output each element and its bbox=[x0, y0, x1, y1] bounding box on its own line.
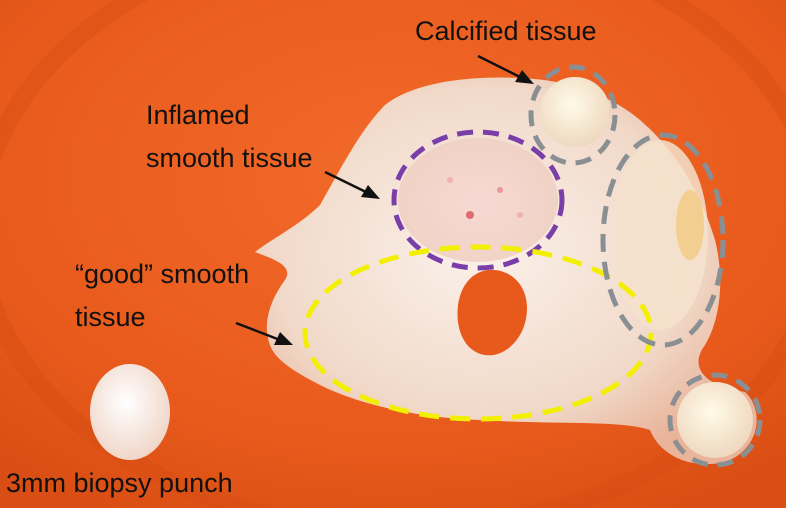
inflamed-tissue-area bbox=[398, 138, 558, 262]
arrow-inflamed bbox=[324, 170, 380, 199]
arrow-good-tissue bbox=[235, 321, 293, 345]
yellow-deposit bbox=[676, 190, 704, 260]
calcified-nodule-small bbox=[677, 382, 753, 458]
inflamed-tissue-label-line2: smooth tissue bbox=[146, 143, 313, 173]
calcified-tissue-label: Calcified tissue bbox=[415, 16, 597, 46]
inflamed-tissue-label-line1: Inflamed bbox=[146, 100, 250, 130]
inflamed-outline bbox=[391, 129, 565, 271]
good-tissue-label-line2: tissue bbox=[75, 302, 146, 332]
arrow-calcified bbox=[477, 54, 534, 84]
inflamed-spot bbox=[466, 211, 474, 219]
calcified-outline-bottom bbox=[667, 372, 763, 468]
good-tissue-label-line1: “good” smooth bbox=[75, 259, 250, 289]
inflamed-spot bbox=[447, 177, 453, 183]
biopsy-punch-hole bbox=[457, 269, 528, 356]
calcified-outline-top bbox=[528, 64, 618, 166]
calcified-nodule-side bbox=[612, 140, 708, 330]
inflamed-spot bbox=[517, 212, 523, 218]
good-tissue-outline bbox=[302, 244, 654, 422]
punch-sample bbox=[90, 364, 170, 460]
calcified-nodule bbox=[540, 77, 610, 147]
inflamed-spot bbox=[497, 187, 503, 193]
biopsy-punch-label: 3mm biopsy punch bbox=[6, 468, 233, 498]
calcified-outline-side bbox=[600, 132, 726, 348]
